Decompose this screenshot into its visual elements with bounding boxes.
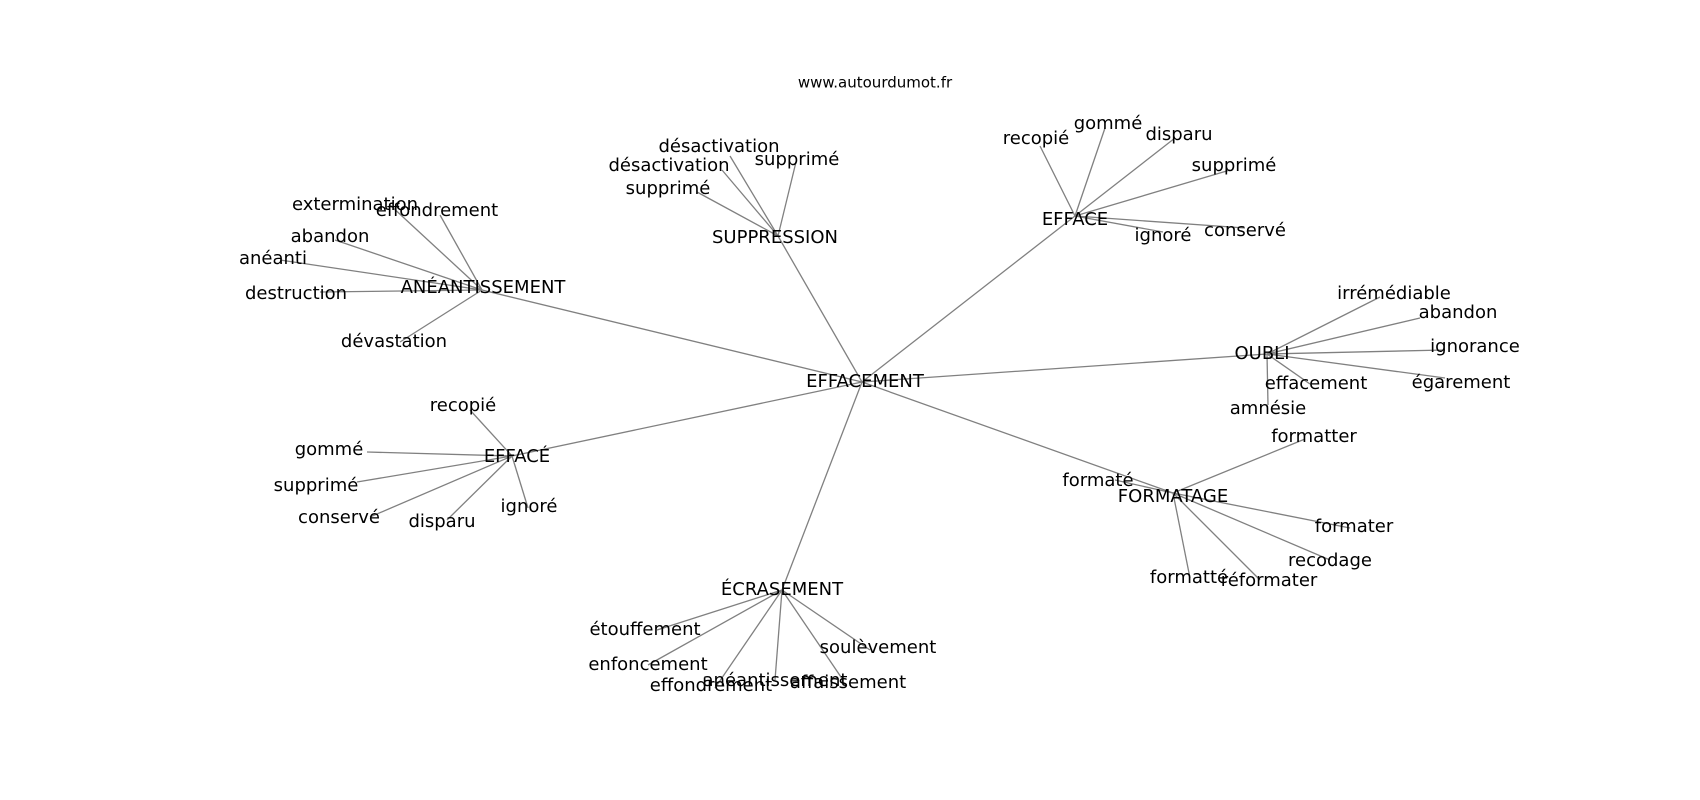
leaf-node-label[interactable]: extermination xyxy=(292,194,418,215)
edge-root-6 xyxy=(511,381,863,457)
edge-leaf-0-3 xyxy=(279,259,483,291)
edge-leaf-5-4 xyxy=(781,589,844,681)
edge-leaf-4-3 xyxy=(1172,492,1331,561)
leaf-node-label[interactable]: amnésie xyxy=(1230,398,1307,419)
edge-leaf-3-2 xyxy=(1266,349,1446,355)
edge-leaf-6-4 xyxy=(446,455,513,521)
edge-leaf-3-4 xyxy=(1266,353,1311,385)
leaf-node-label[interactable]: effondrement xyxy=(376,200,498,221)
edge-leaf-1-2 xyxy=(696,191,779,237)
leaf-node-label[interactable]: désactivation xyxy=(658,136,779,157)
edge-leaf-0-4 xyxy=(319,289,483,293)
edge-leaf-4-2 xyxy=(1172,492,1351,529)
edge-leaf-3-3 xyxy=(1266,353,1446,379)
leaf-node-label[interactable]: ignoré xyxy=(1135,225,1192,246)
edge-root-3 xyxy=(861,353,1268,383)
source-url: www.autourdumot.fr xyxy=(798,74,953,92)
graph-labels: www.autourdumot.fr EFFACEMENT ANÉANTISSEM… xyxy=(239,74,1520,697)
edge-leaf-3-0 xyxy=(1266,296,1381,355)
leaf-node-label[interactable]: formatter xyxy=(1271,426,1357,447)
leaf-node-label[interactable]: désactivation xyxy=(608,155,729,176)
leaf-node-label[interactable]: ignorance xyxy=(1430,336,1520,357)
leaf-node-label[interactable]: effacement xyxy=(1265,373,1368,394)
hub-node-label[interactable]: EFFACE xyxy=(1042,209,1108,230)
leaf-node-label[interactable]: effondrement xyxy=(650,675,772,696)
hub-node-label[interactable]: ANÉANTISSEMENT xyxy=(401,276,567,298)
edge-leaf-1-1 xyxy=(721,169,779,237)
leaf-node-label[interactable]: supprimé xyxy=(626,178,711,199)
leaf-node-label[interactable]: ignoré xyxy=(501,496,558,517)
leaf-node-label[interactable]: supprimé xyxy=(755,149,840,170)
leaf-node-label[interactable]: supprimé xyxy=(274,475,359,496)
edge-root-5 xyxy=(781,381,863,591)
leaf-node-label[interactable]: formaté xyxy=(1062,470,1133,491)
leaf-node-label[interactable]: enfoncement xyxy=(588,654,707,675)
edge-leaf-5-3 xyxy=(774,589,783,681)
edge-leaf-1-0 xyxy=(729,155,779,237)
edge-leaf-5-2 xyxy=(714,589,783,689)
edge-leaf-4-5 xyxy=(1172,492,1191,579)
edge-leaf-0-1 xyxy=(439,214,483,291)
hub-node-label[interactable]: SUPPRESSION xyxy=(712,227,838,248)
leaf-node-label[interactable]: soulèvement xyxy=(820,637,937,658)
root-node-label[interactable]: EFFACEMENT xyxy=(806,371,925,392)
edge-leaf-2-3 xyxy=(1074,169,1231,217)
leaf-node-label[interactable]: disparu xyxy=(408,511,475,532)
leaf-node-label[interactable]: gommé xyxy=(295,439,364,460)
leaf-node-label[interactable]: gommé xyxy=(1074,113,1143,134)
edge-leaf-6-5 xyxy=(511,455,529,509)
edge-leaf-3-1 xyxy=(1266,317,1421,355)
edge-leaf-4-0 xyxy=(1114,479,1174,494)
edge-leaf-5-5 xyxy=(781,589,871,651)
leaf-node-label[interactable]: conservé xyxy=(298,507,380,528)
leaf-node-label[interactable]: recopié xyxy=(430,395,497,416)
leaf-node-label[interactable]: disparu xyxy=(1145,124,1212,145)
leaf-node-label[interactable]: égarement xyxy=(1412,372,1511,393)
edge-leaf-6-1 xyxy=(366,451,513,457)
edge-root-2 xyxy=(861,215,1076,383)
leaf-node-label[interactable]: recodage xyxy=(1288,550,1372,571)
edge-leaf-2-4 xyxy=(1074,215,1164,233)
leaf-node-label[interactable]: destruction xyxy=(245,283,347,304)
leaf-node-label[interactable]: formater xyxy=(1315,516,1394,537)
hub-node-label[interactable]: FORMATAGE xyxy=(1118,486,1228,507)
edge-leaf-6-0 xyxy=(469,409,513,457)
leaf-node-label[interactable]: abandon xyxy=(291,226,370,247)
edge-leaf-0-2 xyxy=(334,239,483,291)
graph-edges xyxy=(279,127,1446,689)
edge-leaf-4-1 xyxy=(1172,438,1306,494)
edge-leaf-6-2 xyxy=(356,455,513,483)
edge-leaf-2-1 xyxy=(1074,127,1106,217)
edge-leaf-0-5 xyxy=(399,289,483,343)
edge-leaf-2-2 xyxy=(1074,137,1176,217)
edge-leaf-4-4 xyxy=(1172,492,1261,581)
edge-leaf-5-1 xyxy=(647,589,783,666)
leaf-node-label[interactable]: conservé xyxy=(1204,220,1286,241)
leaf-node-label[interactable]: supprimé xyxy=(1192,155,1277,176)
leaf-node-label[interactable]: affaissement xyxy=(790,672,906,693)
edge-root-4 xyxy=(861,381,1174,494)
leaf-node-label[interactable]: recopié xyxy=(1003,128,1070,149)
edge-leaf-2-0 xyxy=(1039,145,1076,217)
hub-node-label[interactable]: OUBLI xyxy=(1234,343,1289,364)
edge-leaf-5-0 xyxy=(656,589,783,631)
hub-node-label[interactable]: EFFACÉ xyxy=(484,445,550,467)
leaf-node-label[interactable]: dévastation xyxy=(341,331,447,352)
hub-node-label[interactable]: ÉCRASEMENT xyxy=(721,578,844,600)
edge-root-1 xyxy=(777,235,863,383)
leaf-node-label[interactable]: anéantissement xyxy=(703,670,848,691)
leaf-node-label[interactable]: étouffement xyxy=(589,619,700,640)
leaf-node-label[interactable]: formatté xyxy=(1150,567,1228,588)
edge-leaf-3-5 xyxy=(1266,353,1269,406)
leaf-node-label[interactable]: anéanti xyxy=(239,248,307,269)
leaf-node-label[interactable]: abandon xyxy=(1419,302,1498,323)
edge-leaf-1-3 xyxy=(777,161,797,237)
edge-leaf-6-3 xyxy=(369,455,513,518)
leaf-node-label[interactable]: irrémédiable xyxy=(1337,283,1451,304)
leaf-node-label[interactable]: réformater xyxy=(1221,570,1318,591)
edge-leaf-0-0 xyxy=(389,204,483,291)
edge-root-0 xyxy=(481,289,863,383)
edge-leaf-2-5 xyxy=(1074,215,1246,229)
